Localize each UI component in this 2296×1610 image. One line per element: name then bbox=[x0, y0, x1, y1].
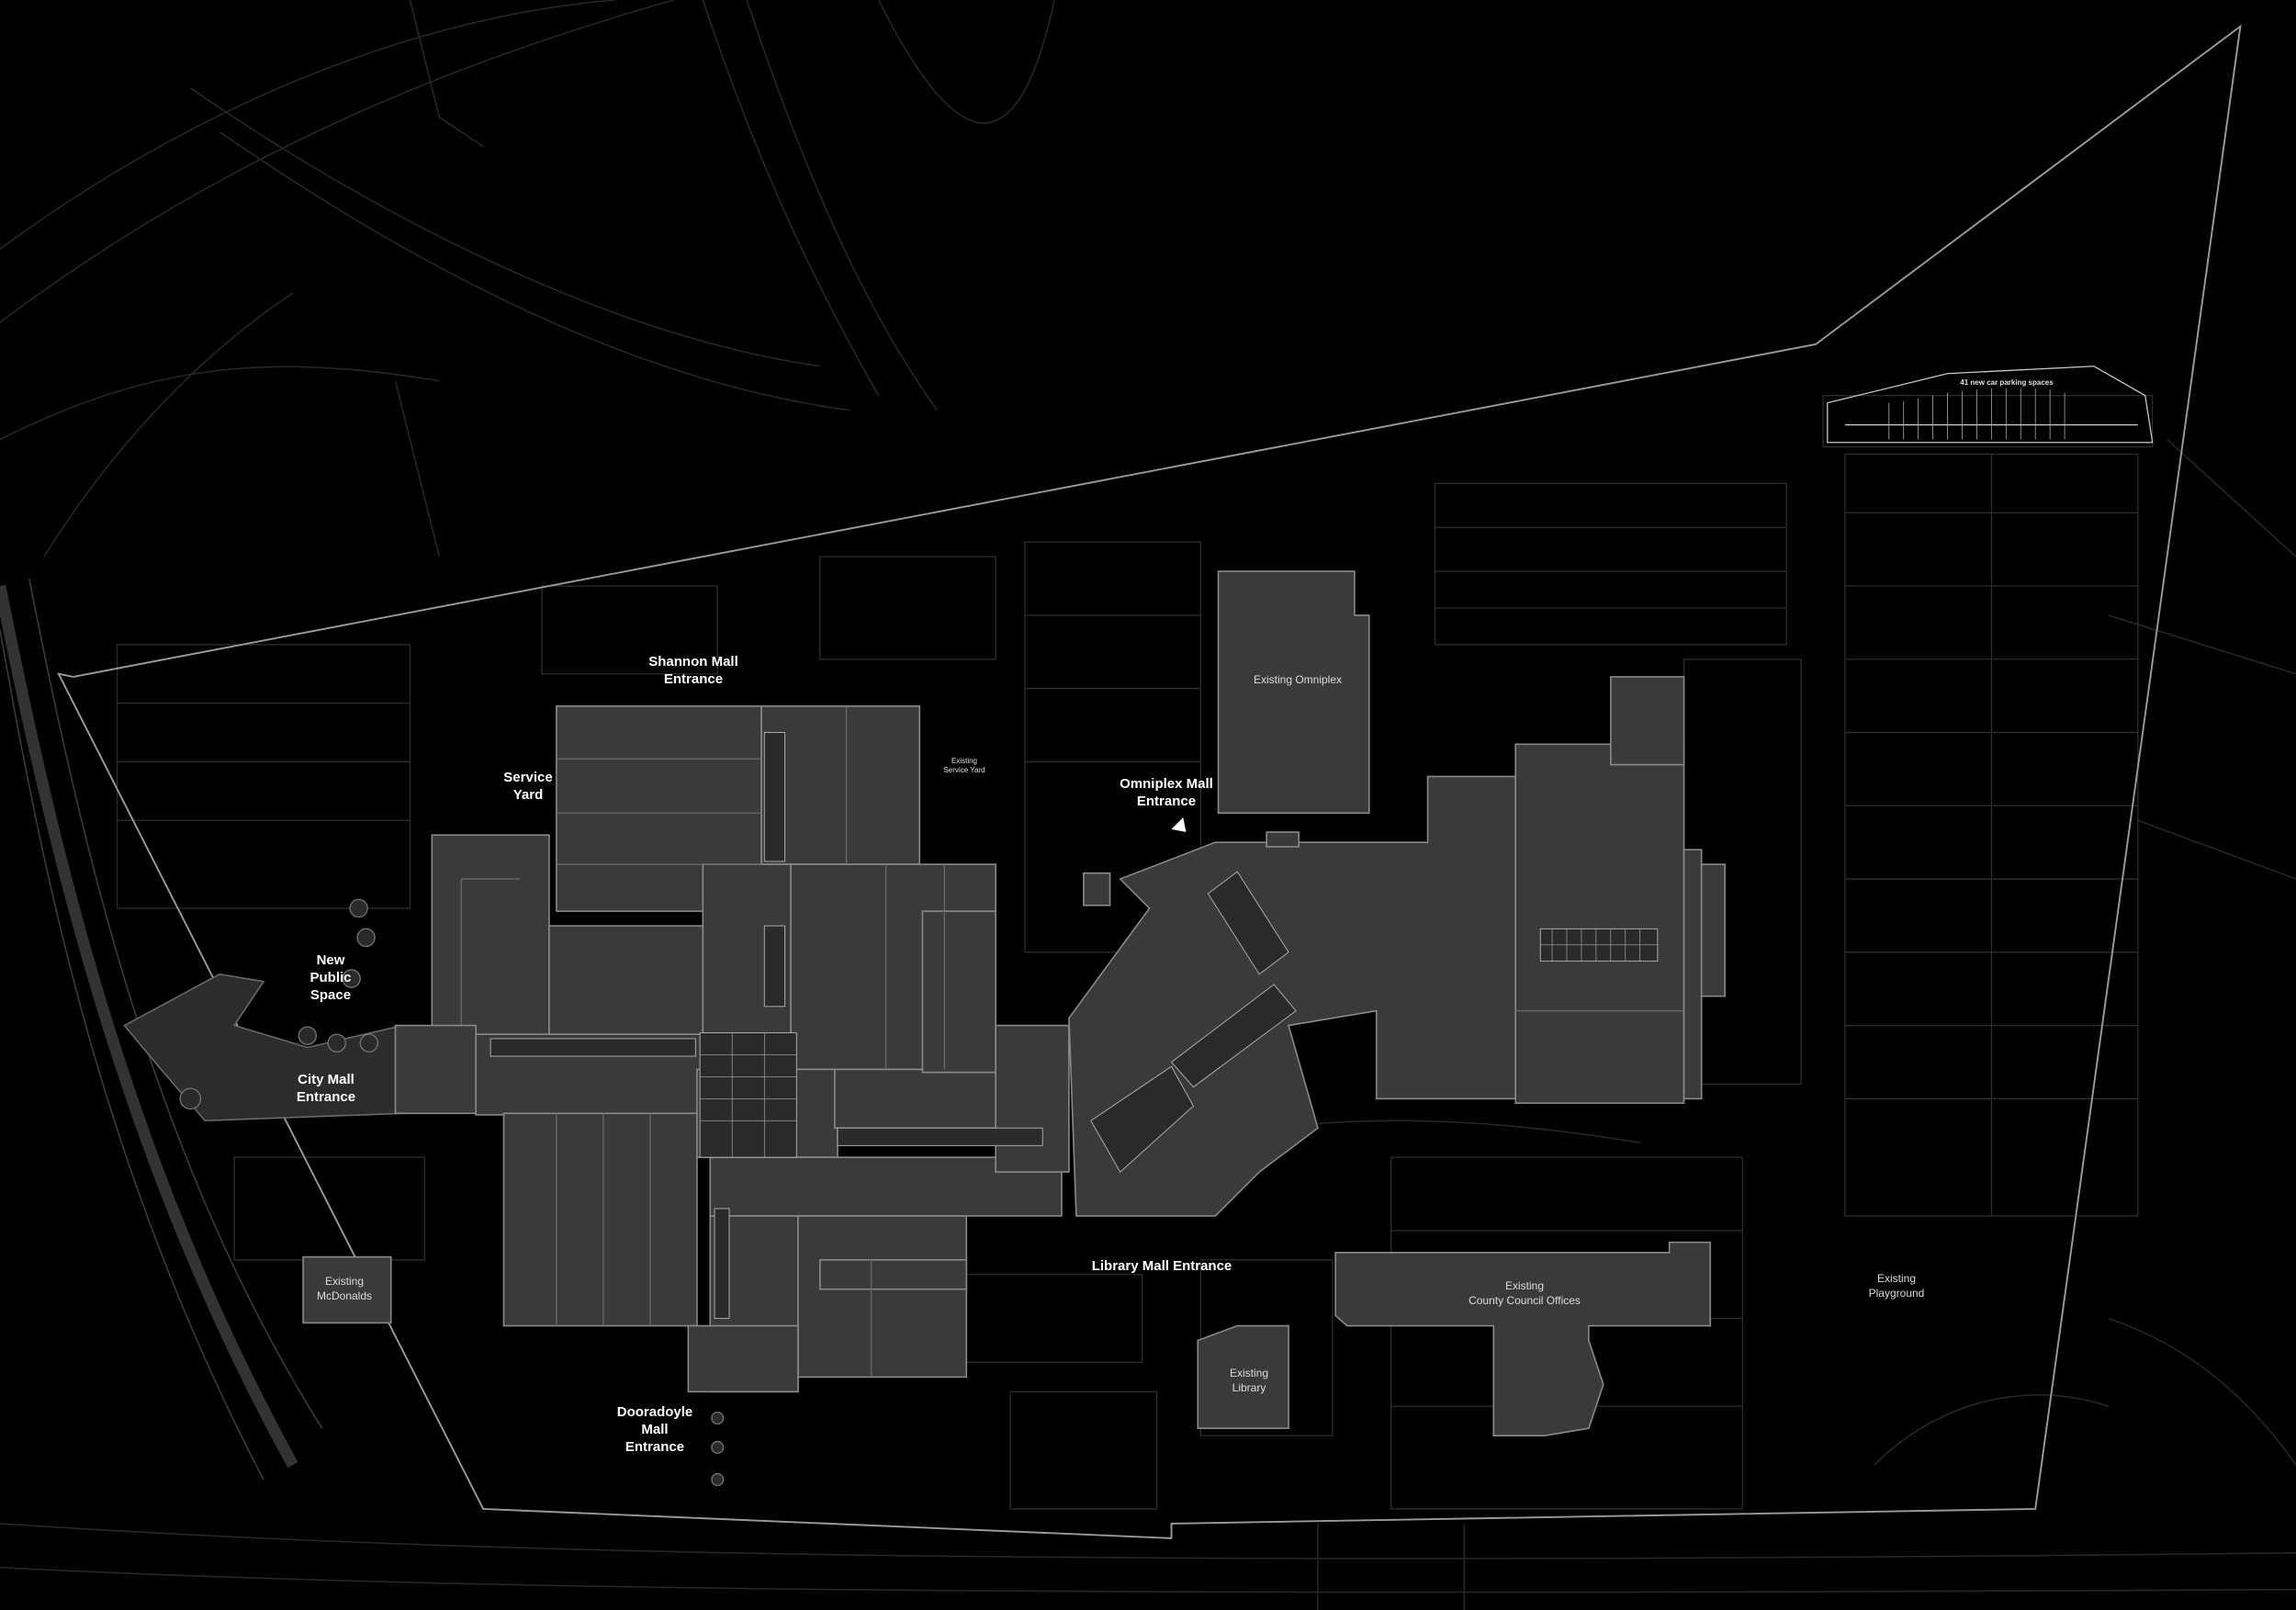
service-yard-label: Service Yard bbox=[503, 770, 553, 803]
new-public-space-label: New Public Space bbox=[310, 952, 352, 1003]
main-building bbox=[394, 676, 1726, 1393]
existing-county-council-offices-label: Existing County Council Offices bbox=[1469, 1279, 1581, 1307]
site-boundary bbox=[57, 24, 2242, 1539]
existing-service-yard-label: Existing Service Yard bbox=[943, 757, 985, 774]
existing-buildings bbox=[302, 570, 1712, 1436]
omniplex-entrance-arrow bbox=[1171, 817, 1187, 833]
car-parking-spaces-label: 41 new car parking spaces bbox=[1960, 378, 2054, 387]
dooradoyle-mall-entrance-label: Dooradoyle Mall Entrance bbox=[616, 1404, 693, 1455]
city-mall-entrance-label: City Mall Entrance bbox=[296, 1072, 356, 1105]
existing-omniplex-label: Existing Omniplex bbox=[1253, 673, 1343, 686]
existing-playground-label: Existing Playground bbox=[1868, 1272, 1925, 1300]
roof-linework bbox=[460, 705, 1684, 1378]
rooflight-grid-lines bbox=[700, 929, 1658, 1158]
library-mall-entrance-label: Library Mall Entrance bbox=[1091, 1258, 1232, 1274]
trees bbox=[179, 898, 725, 1487]
car-park-bays bbox=[1888, 388, 2065, 440]
parking-markings bbox=[116, 395, 2154, 1510]
existing-library-label: Existing Library bbox=[1229, 1367, 1269, 1394]
mcdonalds-building bbox=[302, 1255, 392, 1324]
shannon-mall-entrance-label: Shannon Mall Entrance bbox=[648, 654, 738, 687]
rooflights bbox=[490, 732, 1659, 1320]
omniplex-building bbox=[1217, 570, 1370, 815]
existing-mcdonalds-label: Existing McDonalds bbox=[316, 1275, 373, 1302]
county-council-building bbox=[1334, 1241, 1712, 1436]
library-building bbox=[1197, 1324, 1289, 1430]
omniplex-mall-entrance-label: Omniplex Mall Entrance bbox=[1120, 776, 1213, 809]
